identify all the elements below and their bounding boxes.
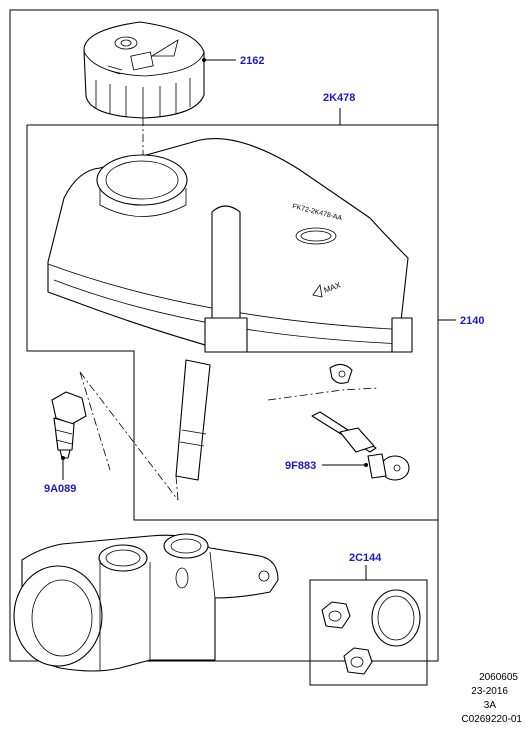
callout-pin[interactable]: 9F883: [285, 460, 316, 472]
reference-line-3: 3A: [484, 700, 497, 711]
pin-axis: [267, 387, 379, 401]
reservoir-cap-icon[interactable]: [83, 21, 205, 119]
callout-reservoir[interactable]: 2K478: [323, 92, 355, 104]
fluid-reservoir-icon[interactable]: FK72-2K478-AA MAX: [47, 138, 413, 481]
outlet-axis: [175, 475, 179, 501]
plug-icon[interactable]: [51, 391, 87, 459]
plug-axis: [79, 371, 179, 501]
assembly-frame: [9, 9, 439, 662]
callout-cap[interactable]: 2162: [240, 55, 264, 67]
callout-seal-kit[interactable]: 2C144: [349, 552, 382, 564]
callout-assembly[interactable]: 2140: [460, 315, 484, 327]
reservoir-frame: [26, 124, 438, 521]
retaining-pin-icon[interactable]: [311, 411, 410, 481]
reference-line-1: 2060605: [479, 672, 518, 683]
reference-line-2: 23-2016: [471, 686, 508, 697]
reference-line-4: C0269220-01: [461, 714, 522, 725]
master-cylinder-icon[interactable]: [13, 533, 279, 672]
seal-kit-icon[interactable]: [321, 589, 421, 675]
callout-plug[interactable]: 9A089: [44, 483, 76, 495]
seal-kit-frame: [309, 579, 428, 686]
